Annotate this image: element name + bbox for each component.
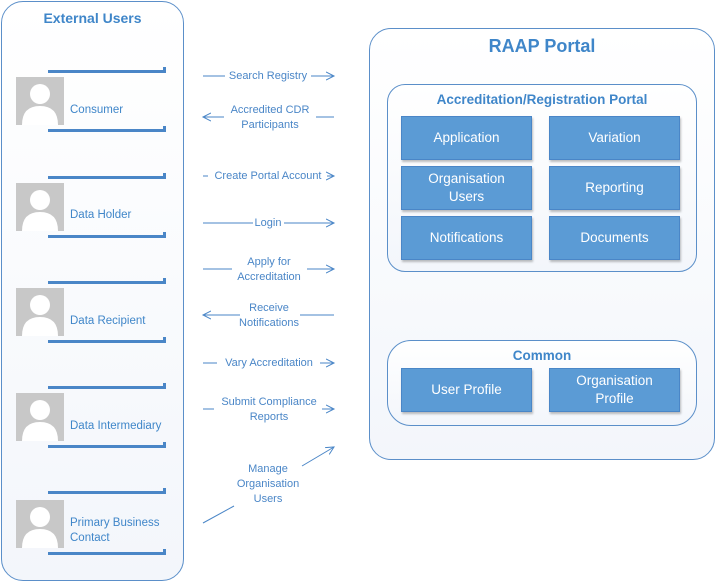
flow-label-manage-org-users: Manage Organisation Users bbox=[236, 463, 300, 505]
user-bar-top bbox=[48, 383, 166, 389]
module-variation[interactable]: Variation bbox=[549, 116, 680, 160]
raap-portal-title: RAAP Portal bbox=[488, 36, 596, 56]
external-users-panel: External Users Consumer Data Holder Data… bbox=[1, 1, 184, 581]
external-users-title: External Users bbox=[43, 10, 142, 26]
label-mask bbox=[224, 103, 316, 133]
accreditation-portal-title: Accreditation/Registration Portal bbox=[436, 92, 648, 107]
user-bar-bottom bbox=[48, 337, 166, 343]
module-notifications[interactable]: Notifications bbox=[401, 216, 532, 260]
flow-label-apply-accreditation: Apply for Accreditation bbox=[237, 256, 301, 283]
user-label-data-intermediary: Data Intermediary bbox=[70, 420, 162, 432]
user-data-recipient: Data Recipient bbox=[16, 278, 168, 343]
user-primary-business-contact: Primary Business Contact bbox=[16, 488, 168, 555]
flow-label-submit-compliance: Submit Compliance Reports bbox=[221, 396, 317, 423]
common-title: Common bbox=[512, 348, 572, 363]
module-user-profile[interactable]: User Profile bbox=[401, 368, 532, 412]
user-bar-top bbox=[48, 67, 166, 73]
flow-label-create-account: Create Portal Account bbox=[214, 170, 322, 182]
flow-label-vary-accreditation: Vary Accreditation bbox=[225, 357, 313, 369]
avatar-icon bbox=[16, 183, 64, 231]
user-label-data-recipient: Data Recipient bbox=[70, 315, 146, 327]
user-label-consumer: Consumer bbox=[70, 104, 124, 116]
flow-label-receive-notifications: Receive Notifications bbox=[239, 302, 299, 329]
user-label-data-holder: Data Holder bbox=[70, 209, 132, 221]
module-organisation-profile[interactable]: Organisation Profile bbox=[549, 368, 680, 412]
avatar-icon bbox=[16, 500, 64, 548]
module-organisation-users[interactable]: Organisation Users bbox=[401, 166, 532, 210]
user-bar-bottom bbox=[48, 442, 166, 448]
module-application[interactable]: Application bbox=[401, 116, 532, 160]
user-bar-top bbox=[48, 278, 166, 284]
user-consumer: Consumer bbox=[16, 67, 168, 132]
user-bar-bottom bbox=[48, 126, 166, 132]
user-bar-top bbox=[48, 173, 166, 179]
user-label-primary-business-contact: Primary Business Contact bbox=[70, 517, 160, 544]
avatar-icon bbox=[16, 288, 64, 336]
user-data-intermediary: Data Intermediary bbox=[16, 383, 168, 448]
module-documents[interactable]: Documents bbox=[549, 216, 680, 260]
label-mask bbox=[240, 301, 300, 331]
user-bar-bottom bbox=[48, 549, 166, 555]
user-bar-top bbox=[48, 488, 166, 494]
flow-label-accredited-cdr: Accredited CDR Participants bbox=[230, 104, 310, 131]
user-bar-bottom bbox=[48, 232, 166, 238]
avatar-icon bbox=[16, 393, 64, 441]
flow-label-login: Login bbox=[254, 217, 282, 229]
avatar-icon bbox=[16, 77, 64, 125]
arrow-manage-org-users bbox=[202, 505, 235, 524]
module-reporting[interactable]: Reporting bbox=[549, 166, 680, 210]
user-data-holder: Data Holder bbox=[16, 173, 168, 238]
flow-label-search-registry: Search Registry bbox=[228, 70, 308, 82]
